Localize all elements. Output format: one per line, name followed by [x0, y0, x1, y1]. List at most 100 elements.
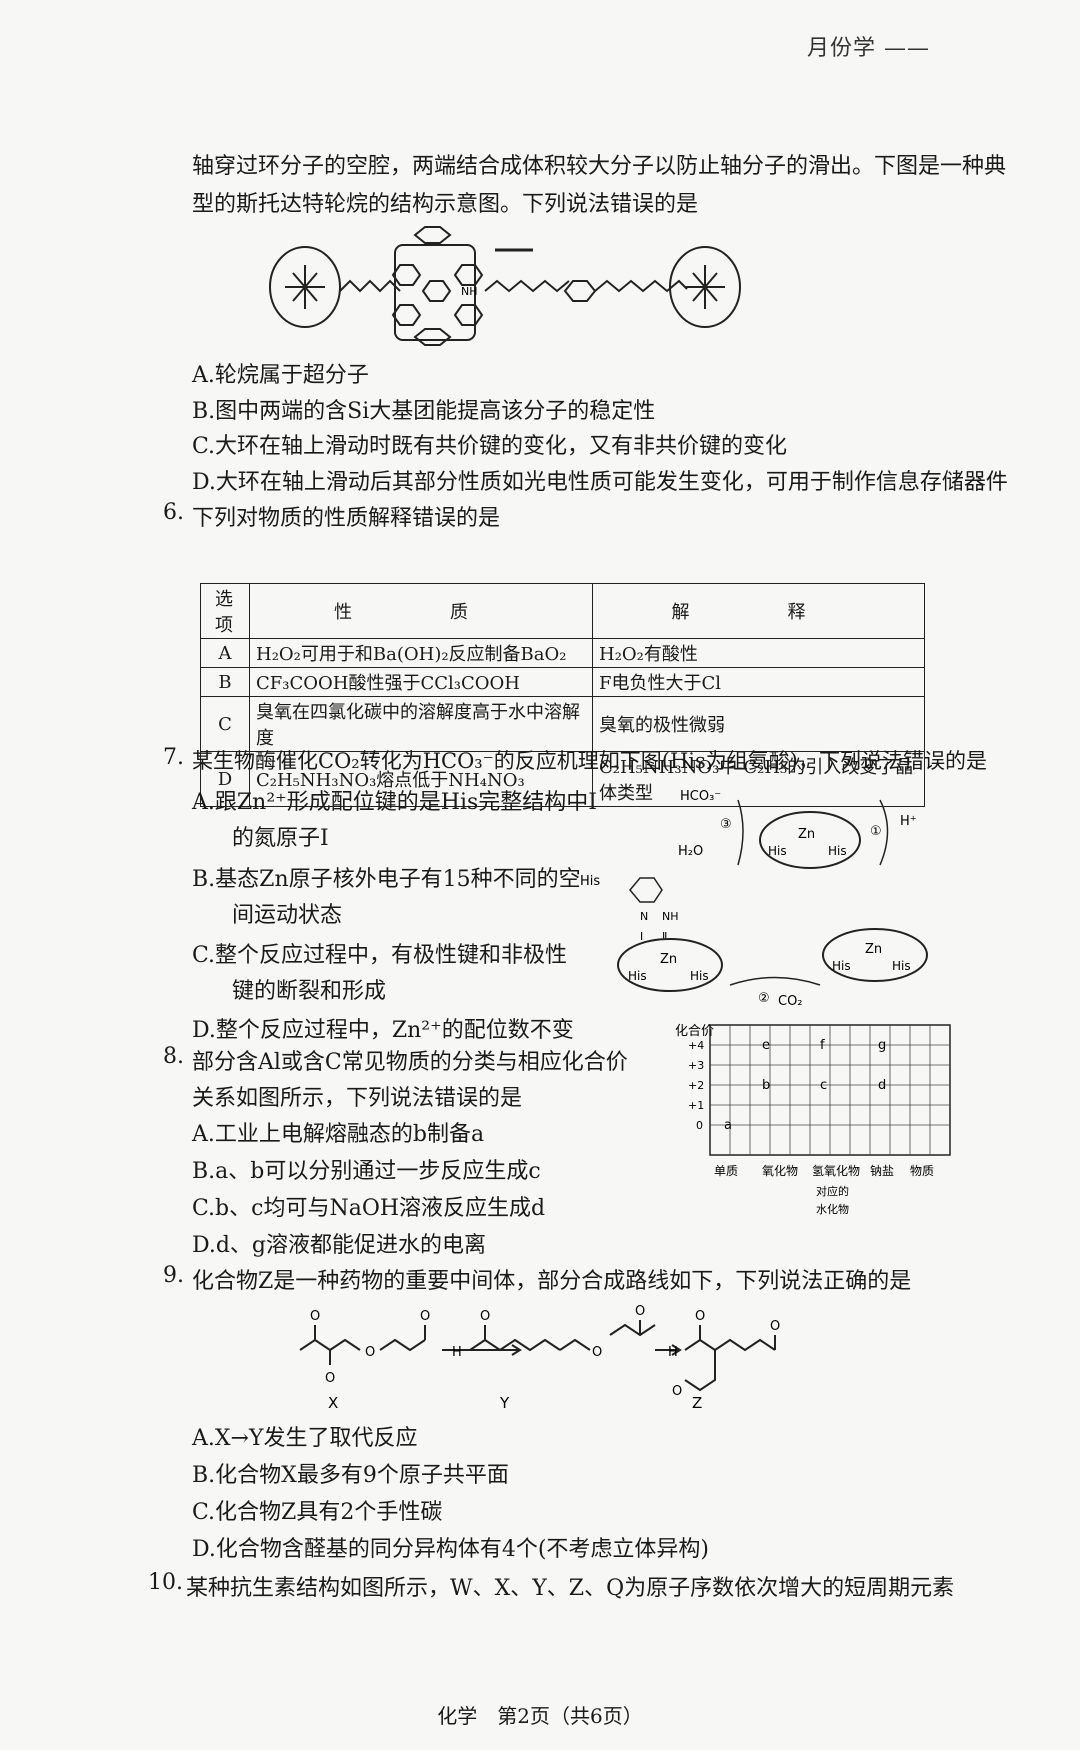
q8-number: 8. [163, 1044, 184, 1069]
q7-option-a: A.跟Zn²⁺形成配位键的是His完整结构中Ⅰ [192, 790, 597, 815]
table-header-row: 选项 性 质 解 释 [200, 583, 925, 639]
his-label: His [828, 844, 847, 858]
q5-option-d: D.大环在轴上滑动后其部分性质如光电性质可能发生变化，可用于制作信息存储器件 [192, 470, 1008, 495]
q9-synthesis-figure: O O O O H O O O H O O O X Y Z [299, 1304, 780, 1412]
table-cell: C₂H₅NH₃NO₃熔点低于NH₄NO₃ [249, 751, 593, 807]
atom-o: O [310, 1309, 320, 1324]
compound-z-label: Z [692, 1394, 702, 1412]
co2-label: CO₂ [778, 994, 803, 1009]
point-g: g [878, 1038, 886, 1053]
point-d: d [878, 1078, 886, 1093]
zn-label-top: Zn [798, 827, 815, 842]
table-cell: C₂H₅NH₃NO₃中-C₂H₅的引入改变了晶体类型 [592, 751, 925, 807]
q8-valence-chart: 化合价 +4 +3 +2 +1 0 a b c d e [675, 1024, 951, 1216]
q7-option-a-cont: 的氮原子Ⅰ [232, 826, 329, 851]
atom-o: O [325, 1371, 335, 1386]
table-cell: C [200, 696, 250, 752]
rotaxane-figure: NH [269, 226, 741, 346]
q5-option-c: C.大环在轴上滑动时既有共价键的变化，又有非共价键的变化 [192, 434, 788, 459]
q8-option-a: A.工业上电解熔融态的b制备a [192, 1122, 485, 1147]
table-cell: D [200, 751, 250, 807]
atom-o: O [420, 1309, 430, 1324]
atom-o: O [365, 1345, 375, 1360]
point-b: b [762, 1078, 770, 1093]
q6-number: 6. [163, 500, 184, 525]
table-cell: CF₃COOH酸性强于CCl₃COOH [249, 667, 593, 697]
q8-option-b: B.a、b可以分别通过一步反应生成c [192, 1159, 541, 1184]
q9-stem: 化合物Z是一种药物的重要中间体，部分合成路线如下，下列说法正确的是 [192, 1269, 912, 1294]
q6-stem: 下列对物质的性质解释错误的是 [192, 506, 501, 531]
his-label: His [690, 969, 709, 983]
q6-property-table: 选项 性 质 解 释 A H₂O₂可用于和Ba(OH)₂反应制备BaO₂ H₂O… [200, 583, 925, 807]
roman-2-label: Ⅱ [662, 930, 667, 943]
nh-label: NH [662, 910, 679, 923]
ytick-label: 0 [696, 1119, 703, 1132]
q8-stem-2: 关系如图所示，下列说法错误的是 [192, 1086, 523, 1111]
table-cell: F电负性大于Cl [592, 667, 925, 697]
q7-option-b-cont: 间运动状态 [232, 903, 343, 928]
q9-option-d: D.化合物含醛基的同分异构体有4个(不考虑立体异构) [192, 1537, 710, 1562]
table-header-explanation: 解 释 [592, 583, 925, 639]
q7-option-c-cont: 键的断裂和形成 [232, 979, 387, 1004]
atom-o: O [635, 1304, 645, 1319]
xnote-label: 对应的 [816, 1184, 849, 1198]
atom-o: O [770, 1319, 780, 1334]
his-label: His [892, 959, 911, 973]
zn-label-left: Zn [660, 952, 677, 967]
table-header-property: 性 质 [249, 583, 593, 639]
xnote-label: 水化物 [816, 1202, 849, 1216]
step-3-label: ③ [720, 817, 732, 832]
table-row: D C₂H₅NH₃NO₃熔点低于NH₄NO₃ C₂H₅NH₃NO₃中-C₂H₅的… [200, 751, 925, 807]
step-2-label: ② [758, 991, 770, 1006]
intro-line-2: 型的斯托达特轮烷的结构示意图。下列说法错误的是 [192, 192, 699, 217]
roman-1-label: Ⅰ [640, 930, 643, 943]
table-cell: 臭氧的极性微弱 [592, 696, 925, 752]
ytick-label: +4 [688, 1039, 704, 1052]
atom-o: O [672, 1384, 682, 1399]
xcat-label: 物质 [910, 1164, 934, 1178]
xcat-label: 氧化物 [762, 1164, 798, 1178]
xcat-label: 单质 [714, 1164, 738, 1178]
header-handwriting: 月份学 —— [807, 36, 930, 61]
zn-label-right: Zn [865, 942, 882, 957]
atom-o: O [480, 1309, 490, 1324]
point-f: f [820, 1038, 825, 1053]
his-arrow-label: His [580, 874, 600, 889]
q10-number: 10. [148, 1570, 183, 1595]
chart-ylabel: 化合价 [675, 1024, 714, 1039]
atom-o: O [695, 1309, 705, 1324]
q5-option-a: A.轮烷属于超分子 [192, 363, 369, 388]
q7-stem: 某生物酶催化CO₂转化为HCO₃⁻的反应机理如下图(His为组氨酸)，下列说法错… [192, 749, 987, 773]
his-label: His [832, 959, 851, 973]
q7-number: 7. [163, 745, 184, 770]
point-c: c [820, 1078, 827, 1093]
ytick-label: +2 [688, 1079, 704, 1092]
page-footer: 化学 第2页（共6页） [437, 1704, 643, 1728]
q8-stem-1: 部分含Al或含C常见物质的分类与相应化合价 [192, 1050, 628, 1075]
q7-option-b: B.基态Zn原子核外电子有15种不同的空 [192, 867, 581, 892]
atom-h: H [452, 1345, 462, 1360]
table-cell: 臭氧在四氯化碳中的溶解度高于水中溶解度 [249, 696, 593, 752]
atom-h: H [668, 1345, 678, 1360]
table-row: B CF₃COOH酸性强于CCl₃COOH F电负性大于Cl [200, 667, 925, 697]
table-cell: A [200, 638, 250, 668]
q10-stem: 某种抗生素结构如图所示，W、X、Y、Z、Q为原子序数依次增大的短周期元素 [186, 1576, 955, 1601]
intro-line-1: 轴穿过环分子的空腔，两端结合成体积较大分子以防止轴分子的滑出。下图是一种典 [192, 154, 1007, 179]
his-label: His [768, 844, 787, 858]
his-label: His [628, 969, 647, 983]
q7-option-c: C.整个反应过程中，有极性键和非极性 [192, 943, 568, 968]
q9-option-c: C.化合物Z具有2个手性碳 [192, 1500, 443, 1525]
point-a: a [724, 1118, 732, 1133]
table-cell: B [200, 667, 250, 697]
table-row: A H₂O₂可用于和Ba(OH)₂反应制备BaO₂ H₂O₂有酸性 [200, 638, 925, 668]
q8-option-c: C.b、c均可与NaOH溶液反应生成d [192, 1196, 546, 1221]
q8-option-d: D.d、g溶液都能促进水的电离 [192, 1233, 487, 1258]
table-cell: H₂O₂有酸性 [592, 638, 925, 668]
table-header-option: 选项 [200, 583, 250, 639]
hco3-label: HCO₃⁻ [680, 789, 721, 804]
h2o-label: H₂O [678, 844, 703, 859]
atom-o: O [592, 1345, 602, 1360]
q9-number: 9. [163, 1263, 184, 1288]
compound-y-label: Y [499, 1394, 510, 1412]
